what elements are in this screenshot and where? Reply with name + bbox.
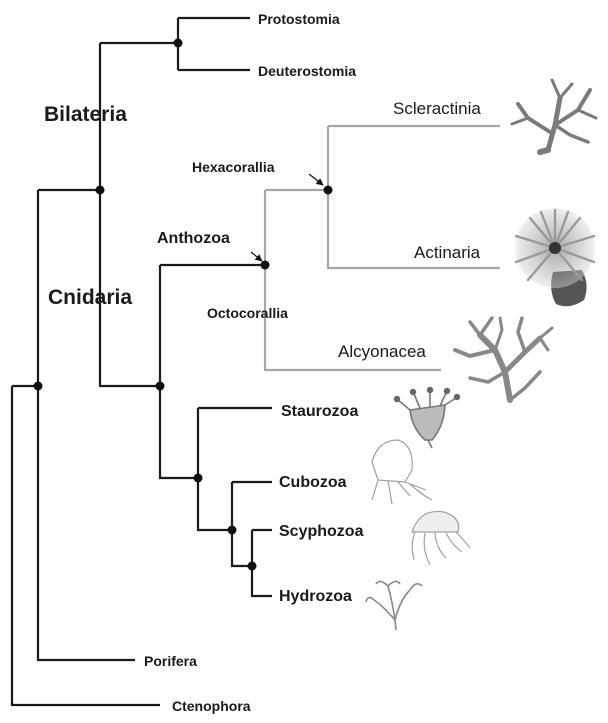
label-anthozoa: Anthozoa — [157, 230, 230, 247]
label-ctenophora: Ctenophora — [172, 698, 251, 714]
label-cnidaria: Cnidaria — [48, 286, 132, 309]
label-porifera: Porifera — [144, 653, 197, 669]
branch-cnidaria-stem — [98, 190, 160, 388]
label-hexacorallia: Hexacorallia — [192, 159, 275, 175]
branch-protostomia — [176, 16, 250, 72]
label-cubozoa: Cubozoa — [279, 474, 347, 491]
label-actinaria: Actinaria — [414, 243, 481, 262]
label-deuterostomia: Deuterostomia — [258, 63, 356, 79]
sea-anemone-icon — [514, 208, 596, 307]
branch-bilateria — [98, 41, 178, 190]
nodes — [33, 38, 333, 571]
soft-coral-icon — [453, 316, 554, 403]
arrows — [250, 173, 324, 262]
box-jellyfish-icon — [371, 439, 433, 505]
grey-branches — [263, 124, 500, 372]
black-branches — [10, 16, 272, 707]
node-cnidaria — [155, 381, 165, 391]
node-scyphozoa-hydrozoa — [247, 561, 257, 571]
branch-medusozoa — [196, 406, 272, 532]
branch-scleractinia — [326, 124, 500, 270]
node-hexacorallia — [323, 185, 333, 195]
branch-ctenophora — [10, 384, 160, 707]
branch-cubozoa — [230, 480, 272, 568]
label-hydrozoa: Hydrozoa — [279, 588, 352, 605]
arrow-anthozoa — [250, 251, 263, 262]
node-planulozoa — [95, 185, 105, 195]
node-medusozoa — [193, 473, 203, 483]
node-acraspeda — [227, 525, 237, 535]
label-protostomia: Protostomia — [258, 11, 340, 27]
branch-anthozoa-stem — [158, 263, 265, 480]
label-octocorallia: Octocorallia — [207, 305, 288, 321]
branch-hexacorallia — [263, 188, 441, 372]
scyphozoan-jellyfish-icon — [411, 510, 471, 566]
branch-root-porifera — [36, 188, 135, 662]
node-bilateria — [173, 38, 183, 48]
label-staurozoa: Staurozoa — [281, 403, 358, 420]
label-scleractinia: Scleractinia — [393, 99, 481, 118]
label-alcyonacea: Alcyonacea — [338, 342, 426, 361]
hydrozoan-icon — [365, 580, 423, 631]
label-scyphozoa: Scyphozoa — [279, 523, 364, 540]
scleractinian-coral-icon — [510, 78, 598, 155]
node-anthozoa — [260, 260, 270, 270]
labels: Protostomia Deuterostomia Bilateria Cnid… — [44, 11, 481, 714]
label-bilateria: Bilateria — [44, 103, 127, 126]
branch-scyphozoa-hydrozoa — [250, 528, 272, 598]
stauromedusa-icon — [393, 386, 461, 449]
node-metazoa-sponges — [33, 381, 43, 391]
arrow-hexacorallia — [308, 173, 324, 186]
